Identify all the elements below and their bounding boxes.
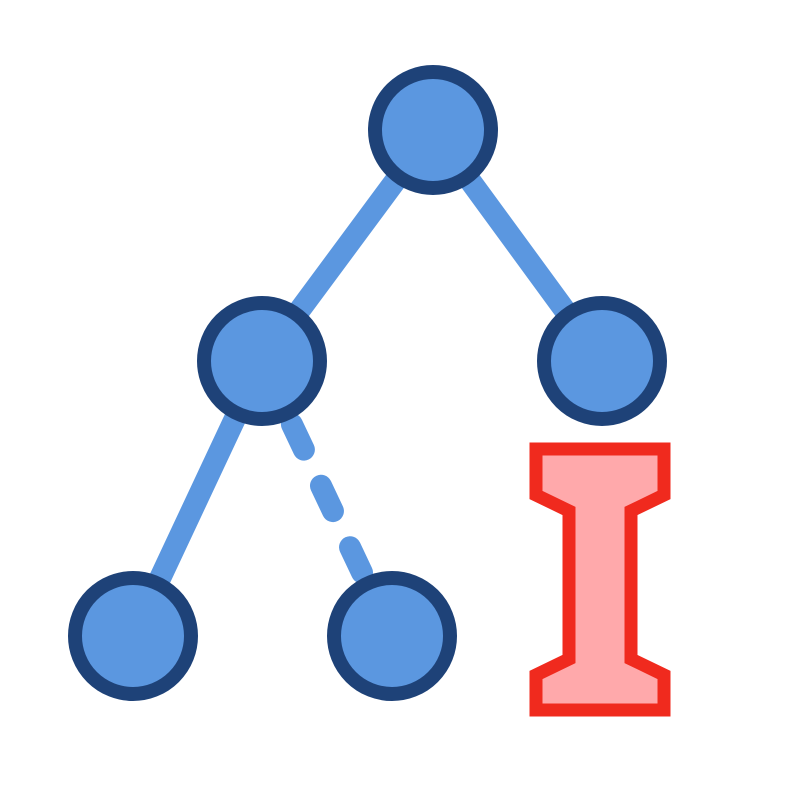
tree-node-left-right <box>327 571 457 701</box>
text-cursor-icon <box>529 442 671 717</box>
tree-node-left <box>197 296 327 426</box>
tree-node-right <box>537 296 667 426</box>
edge-left-rightchild-dashed <box>251 350 403 647</box>
tree-node-root <box>368 65 498 195</box>
tree-node-left-left <box>68 571 198 701</box>
